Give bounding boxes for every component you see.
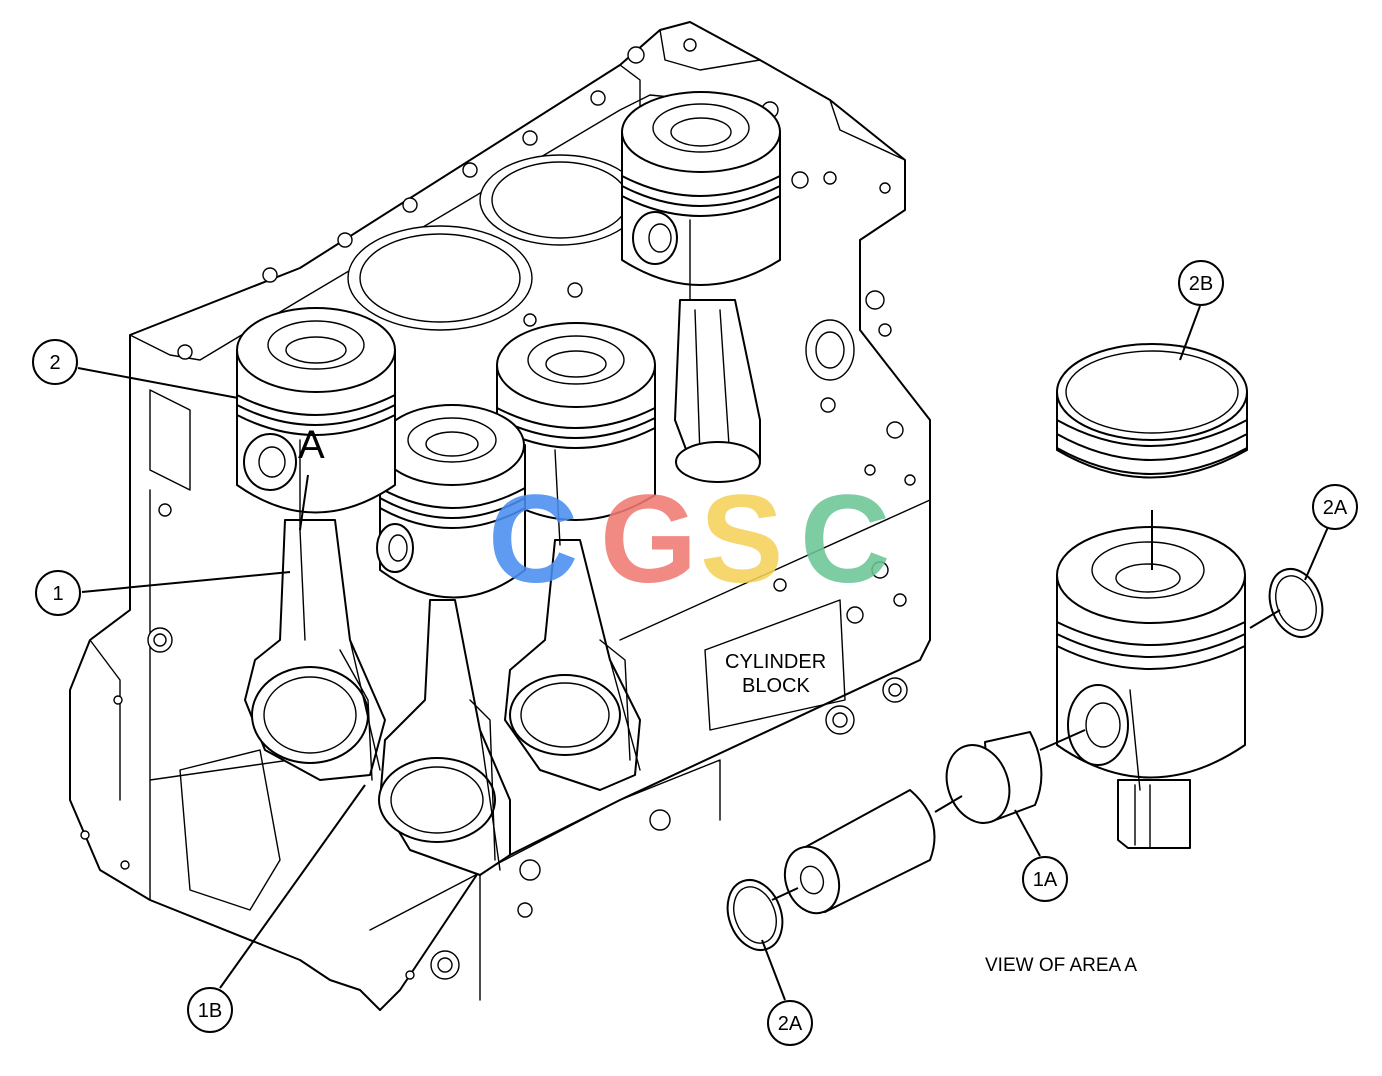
piston-front (236, 307, 396, 781)
svg-text:2: 2 (49, 352, 60, 374)
exploded-view-area-a (726, 343, 1324, 951)
cylinder-block-label-line1: CYLINDER (725, 651, 826, 673)
piston-pin (783, 789, 936, 915)
piston-three (496, 322, 656, 791)
retaining-ring-upper (1268, 568, 1324, 638)
svg-text:1A: 1A (1033, 869, 1058, 891)
cylinder-block-label-line2: BLOCK (742, 675, 810, 697)
callout-1a: 1A (1022, 856, 1068, 902)
watermark-letter: G (600, 470, 697, 609)
watermark-letter: C (488, 470, 578, 609)
retaining-ring-lower (726, 879, 784, 951)
callout-1: 1 (35, 570, 81, 616)
bolt-holes (177, 38, 892, 360)
watermark-letter: C (800, 470, 890, 609)
callout-2a-top: 2A (1312, 484, 1358, 530)
piston-rear (621, 91, 781, 483)
pin-bearing (945, 731, 1043, 824)
area-a-marker: A (298, 423, 325, 467)
leader-lines (77, 305, 1329, 1001)
view-caption: VIEW OF AREA A (985, 955, 1137, 976)
svg-text:1B: 1B (198, 1000, 222, 1022)
piston-two (376, 404, 526, 876)
svg-text:2B: 2B (1189, 273, 1213, 295)
svg-text:2A: 2A (1323, 497, 1348, 519)
callout-2b: 2B (1178, 260, 1224, 306)
callout-2: 2 (32, 339, 78, 385)
callout-1b: 1B (187, 987, 233, 1033)
watermark-letter: S (700, 470, 783, 609)
svg-text:2A: 2A (778, 1013, 803, 1035)
piston-rings (1056, 343, 1248, 479)
svg-text:1: 1 (52, 583, 63, 605)
callout-2a-bottom: 2A (767, 1000, 813, 1046)
